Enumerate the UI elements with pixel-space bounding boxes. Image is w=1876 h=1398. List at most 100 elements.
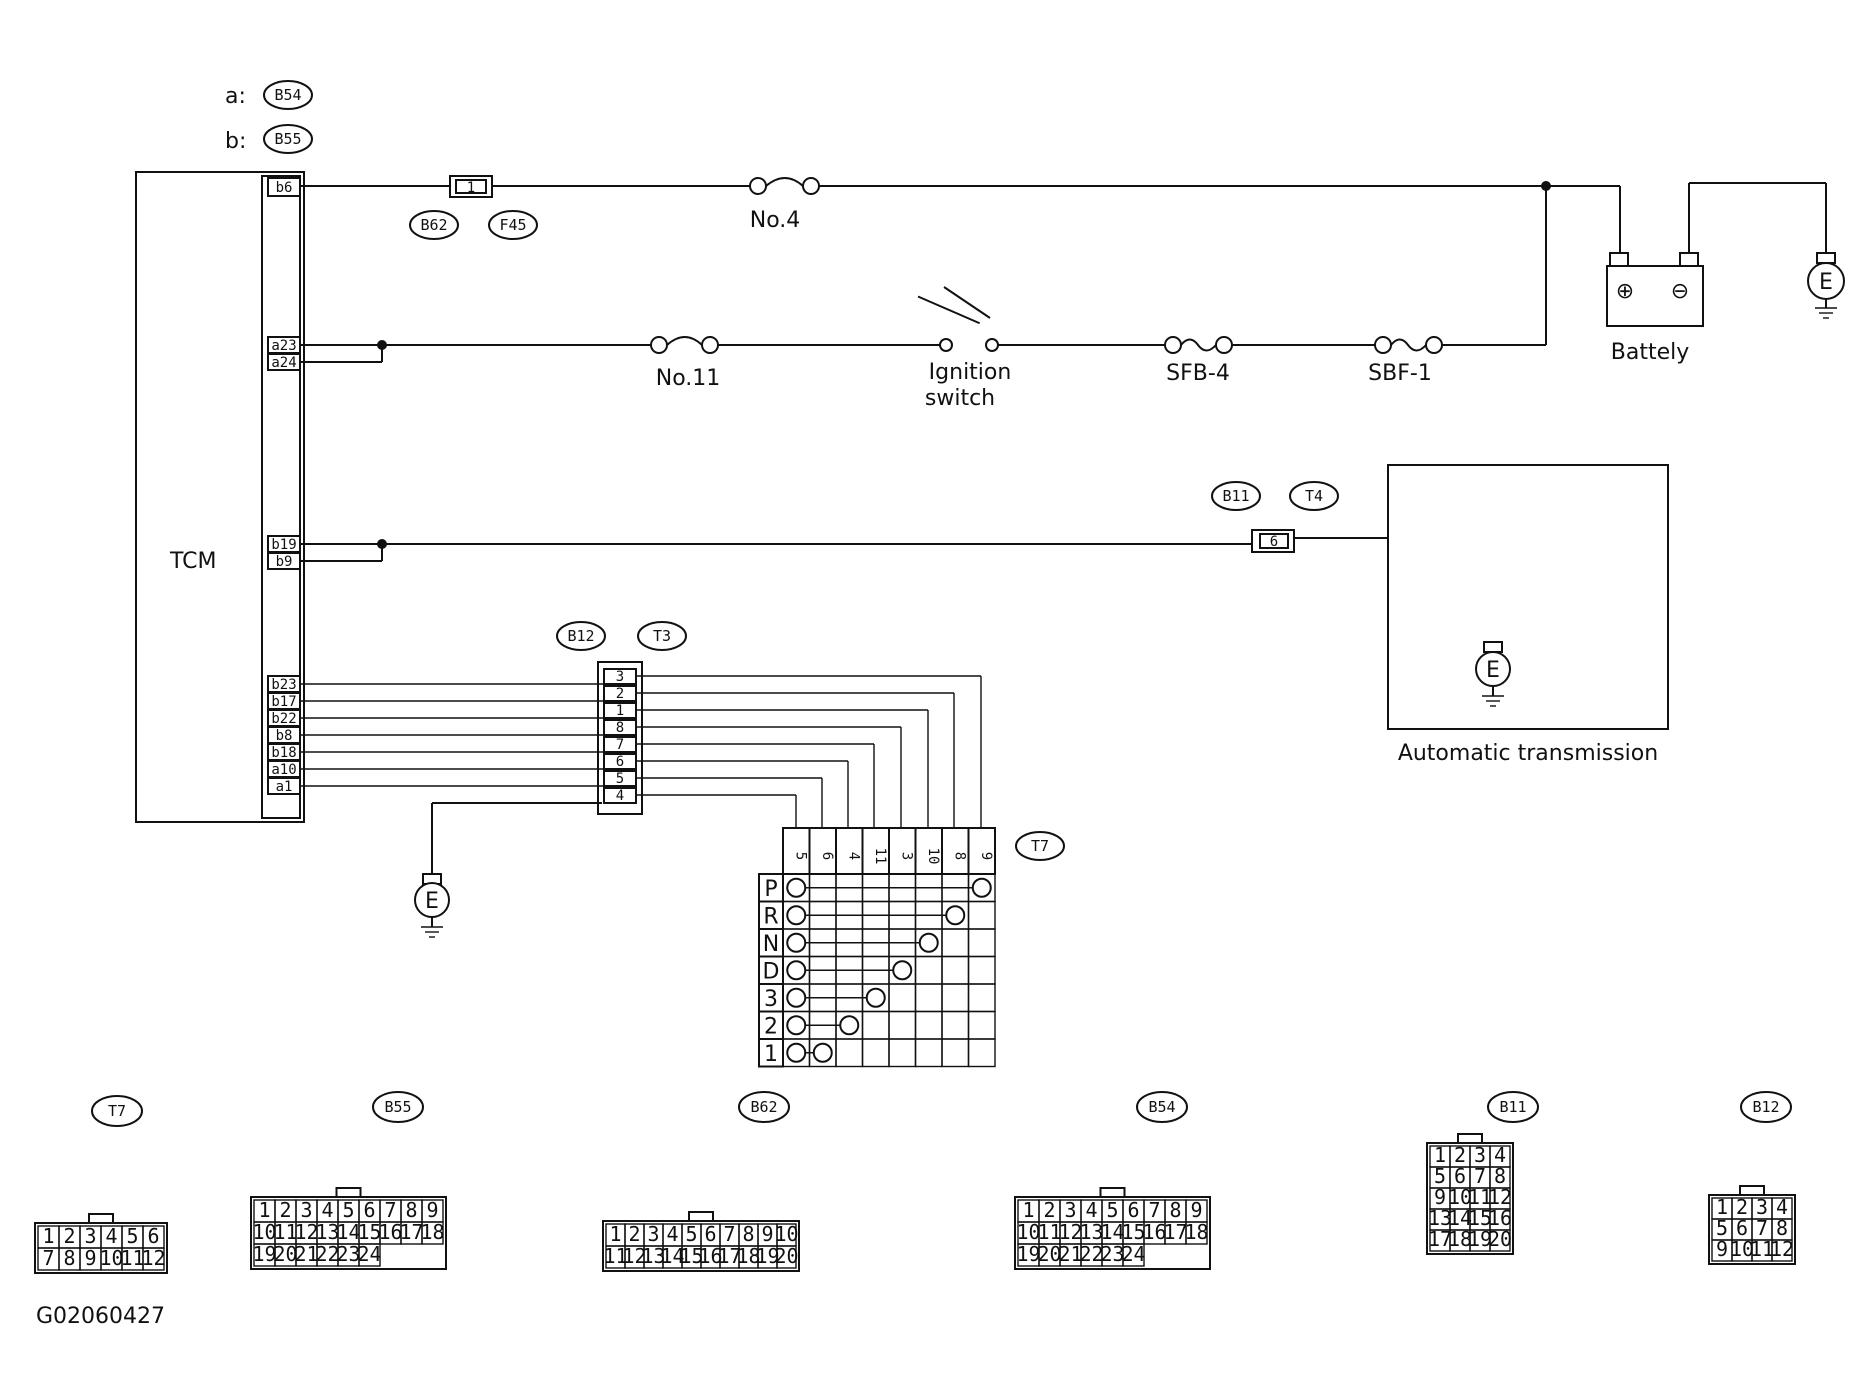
- switch-contact-circle: [786, 932, 807, 953]
- switch-position-cell: [758, 900, 784, 930]
- connector-badge-b62: [409, 210, 459, 240]
- t7-switch-pin-label: 4: [845, 852, 861, 860]
- connector-view-pin: 1: [1716, 1195, 1728, 1219]
- switch-position-label: 2: [764, 1014, 778, 1039]
- b12-pin-label: 6: [616, 754, 624, 770]
- connector-view-pin: 19: [1016, 1242, 1040, 1266]
- connector-view-pin: 15: [1121, 1220, 1145, 1244]
- connector-view-pin: 3: [647, 1222, 659, 1246]
- connector-view-pin: 5: [1716, 1216, 1728, 1240]
- connector-view-id: B11: [1499, 1098, 1526, 1116]
- tcm-pin-a23: a23: [267, 336, 301, 354]
- connector-view-id: B55: [384, 1098, 411, 1116]
- tcm-pin-b8: b8: [267, 726, 301, 744]
- ignition-label-1: Ignition: [929, 360, 1012, 385]
- connector-view-pin: 15: [1468, 1206, 1492, 1230]
- connector-view-pin: 3: [1756, 1195, 1768, 1219]
- connector-label-b12: B12: [567, 627, 594, 645]
- fuse-no11-icon: [650, 336, 719, 354]
- connector-badge-f45: [488, 210, 538, 240]
- switch-position-label: R: [763, 904, 778, 929]
- connector-view-id: T7: [108, 1102, 126, 1120]
- connector-view-pin: 8: [1494, 1164, 1506, 1188]
- connector-view-pin: 6: [1454, 1164, 1466, 1188]
- connector-view-pin: 9: [1434, 1185, 1446, 1209]
- connector-view-pin: 16: [378, 1220, 402, 1244]
- switch-contact-circle: [786, 960, 807, 981]
- connector-view-pin: 11: [1037, 1220, 1061, 1244]
- connector-view-pin: 13: [641, 1244, 665, 1268]
- inhibitor-ground-label: E: [425, 889, 439, 914]
- connector-view-cell: [421, 1221, 444, 1245]
- connector-view-pin: 20: [774, 1244, 798, 1268]
- connector-badge-b12: [556, 621, 606, 651]
- connector-view-pin: 13: [1428, 1206, 1452, 1230]
- connector-view-pin: 15: [679, 1244, 703, 1268]
- connector-view-pin: 13: [315, 1220, 339, 1244]
- connector-label-b11: B11: [1222, 487, 1249, 505]
- switch-grid-cell: [888, 1038, 917, 1068]
- connector-view-pin: 8: [1169, 1198, 1181, 1222]
- connector-view-pin: 2: [63, 1224, 75, 1248]
- connector-view-pin: 7: [1756, 1216, 1768, 1240]
- inline-connector-b62-f45: 1: [449, 175, 493, 198]
- connector-view-pin: 10: [252, 1220, 276, 1244]
- switch-grid-cell: [861, 1010, 890, 1040]
- inline-connector-b11-t4: 6: [1251, 529, 1295, 553]
- switch-contact-circle: [786, 905, 807, 926]
- t7-switch-pin: [967, 827, 996, 875]
- svg-text:b18: b18: [271, 745, 296, 761]
- connector-view-pin: 21: [1058, 1242, 1082, 1266]
- svg-text:6: 6: [1270, 534, 1278, 550]
- connector-key-a-id: B54: [274, 86, 301, 104]
- connector-view-pin: 23: [336, 1242, 360, 1266]
- connector-view-pin: 5: [1434, 1164, 1446, 1188]
- switch-contact-circle: [786, 1015, 807, 1036]
- connector-view-pin: 2: [628, 1222, 640, 1246]
- connector-view-pin: 10: [1448, 1185, 1472, 1209]
- connector-view-pin: 12: [1058, 1220, 1082, 1244]
- b12-pin-label: 7: [616, 737, 624, 753]
- connector-view-pin: 7: [1148, 1198, 1160, 1222]
- fuse-no11-label: No.11: [656, 366, 721, 391]
- connector-key-b-prefix: b:: [225, 129, 246, 154]
- tcm-pin-a1: a1: [267, 777, 301, 795]
- connector-view-pin: 11: [1468, 1185, 1492, 1209]
- svg-text:b22: b22: [271, 711, 296, 727]
- connector-view-pin: 2: [1454, 1143, 1466, 1167]
- svg-text:b23: b23: [271, 677, 296, 693]
- switch-contact-circle: [786, 1042, 807, 1063]
- connector-view-pin: 24: [357, 1242, 381, 1266]
- connector-view-pin: 16: [698, 1244, 722, 1268]
- connector-view-pin: 18: [420, 1220, 444, 1244]
- connector-view-pin: 9: [1716, 1237, 1728, 1261]
- connector-view-pin: 15: [357, 1220, 381, 1244]
- switch-grid-cell: [967, 983, 996, 1013]
- switch-grid-cell: [941, 1038, 970, 1068]
- switch-contact-circle: [839, 1015, 860, 1036]
- t7-switch-pin-label: 11: [872, 848, 888, 865]
- connector-key-a-badge: [263, 80, 313, 110]
- connector-view-pin: 3: [300, 1198, 312, 1222]
- t7-switch-pin: [914, 827, 943, 875]
- connector-label-b62: B62: [420, 216, 447, 234]
- automatic-transmission-label: Automatic transmission: [1398, 741, 1658, 766]
- connector-view-pin: 20: [1488, 1227, 1512, 1251]
- connector-view-pin: 4: [666, 1222, 678, 1246]
- svg-text:a1: a1: [276, 779, 293, 795]
- connector-view-pin: 10: [1730, 1237, 1754, 1261]
- switch-grid-cell: [967, 928, 996, 958]
- connector-view-pin: 17: [717, 1244, 741, 1268]
- tcm-pin-b19: b19: [267, 535, 301, 553]
- fuse-sbf1-label: SBF-1: [1368, 361, 1432, 386]
- connector-label-t3: T3: [653, 627, 671, 645]
- connector-view-pin: 20: [1037, 1242, 1061, 1266]
- svg-text:b6: b6: [276, 180, 293, 196]
- figure-id: G02060427: [36, 1304, 165, 1329]
- switch-contact-circle: [812, 1042, 833, 1063]
